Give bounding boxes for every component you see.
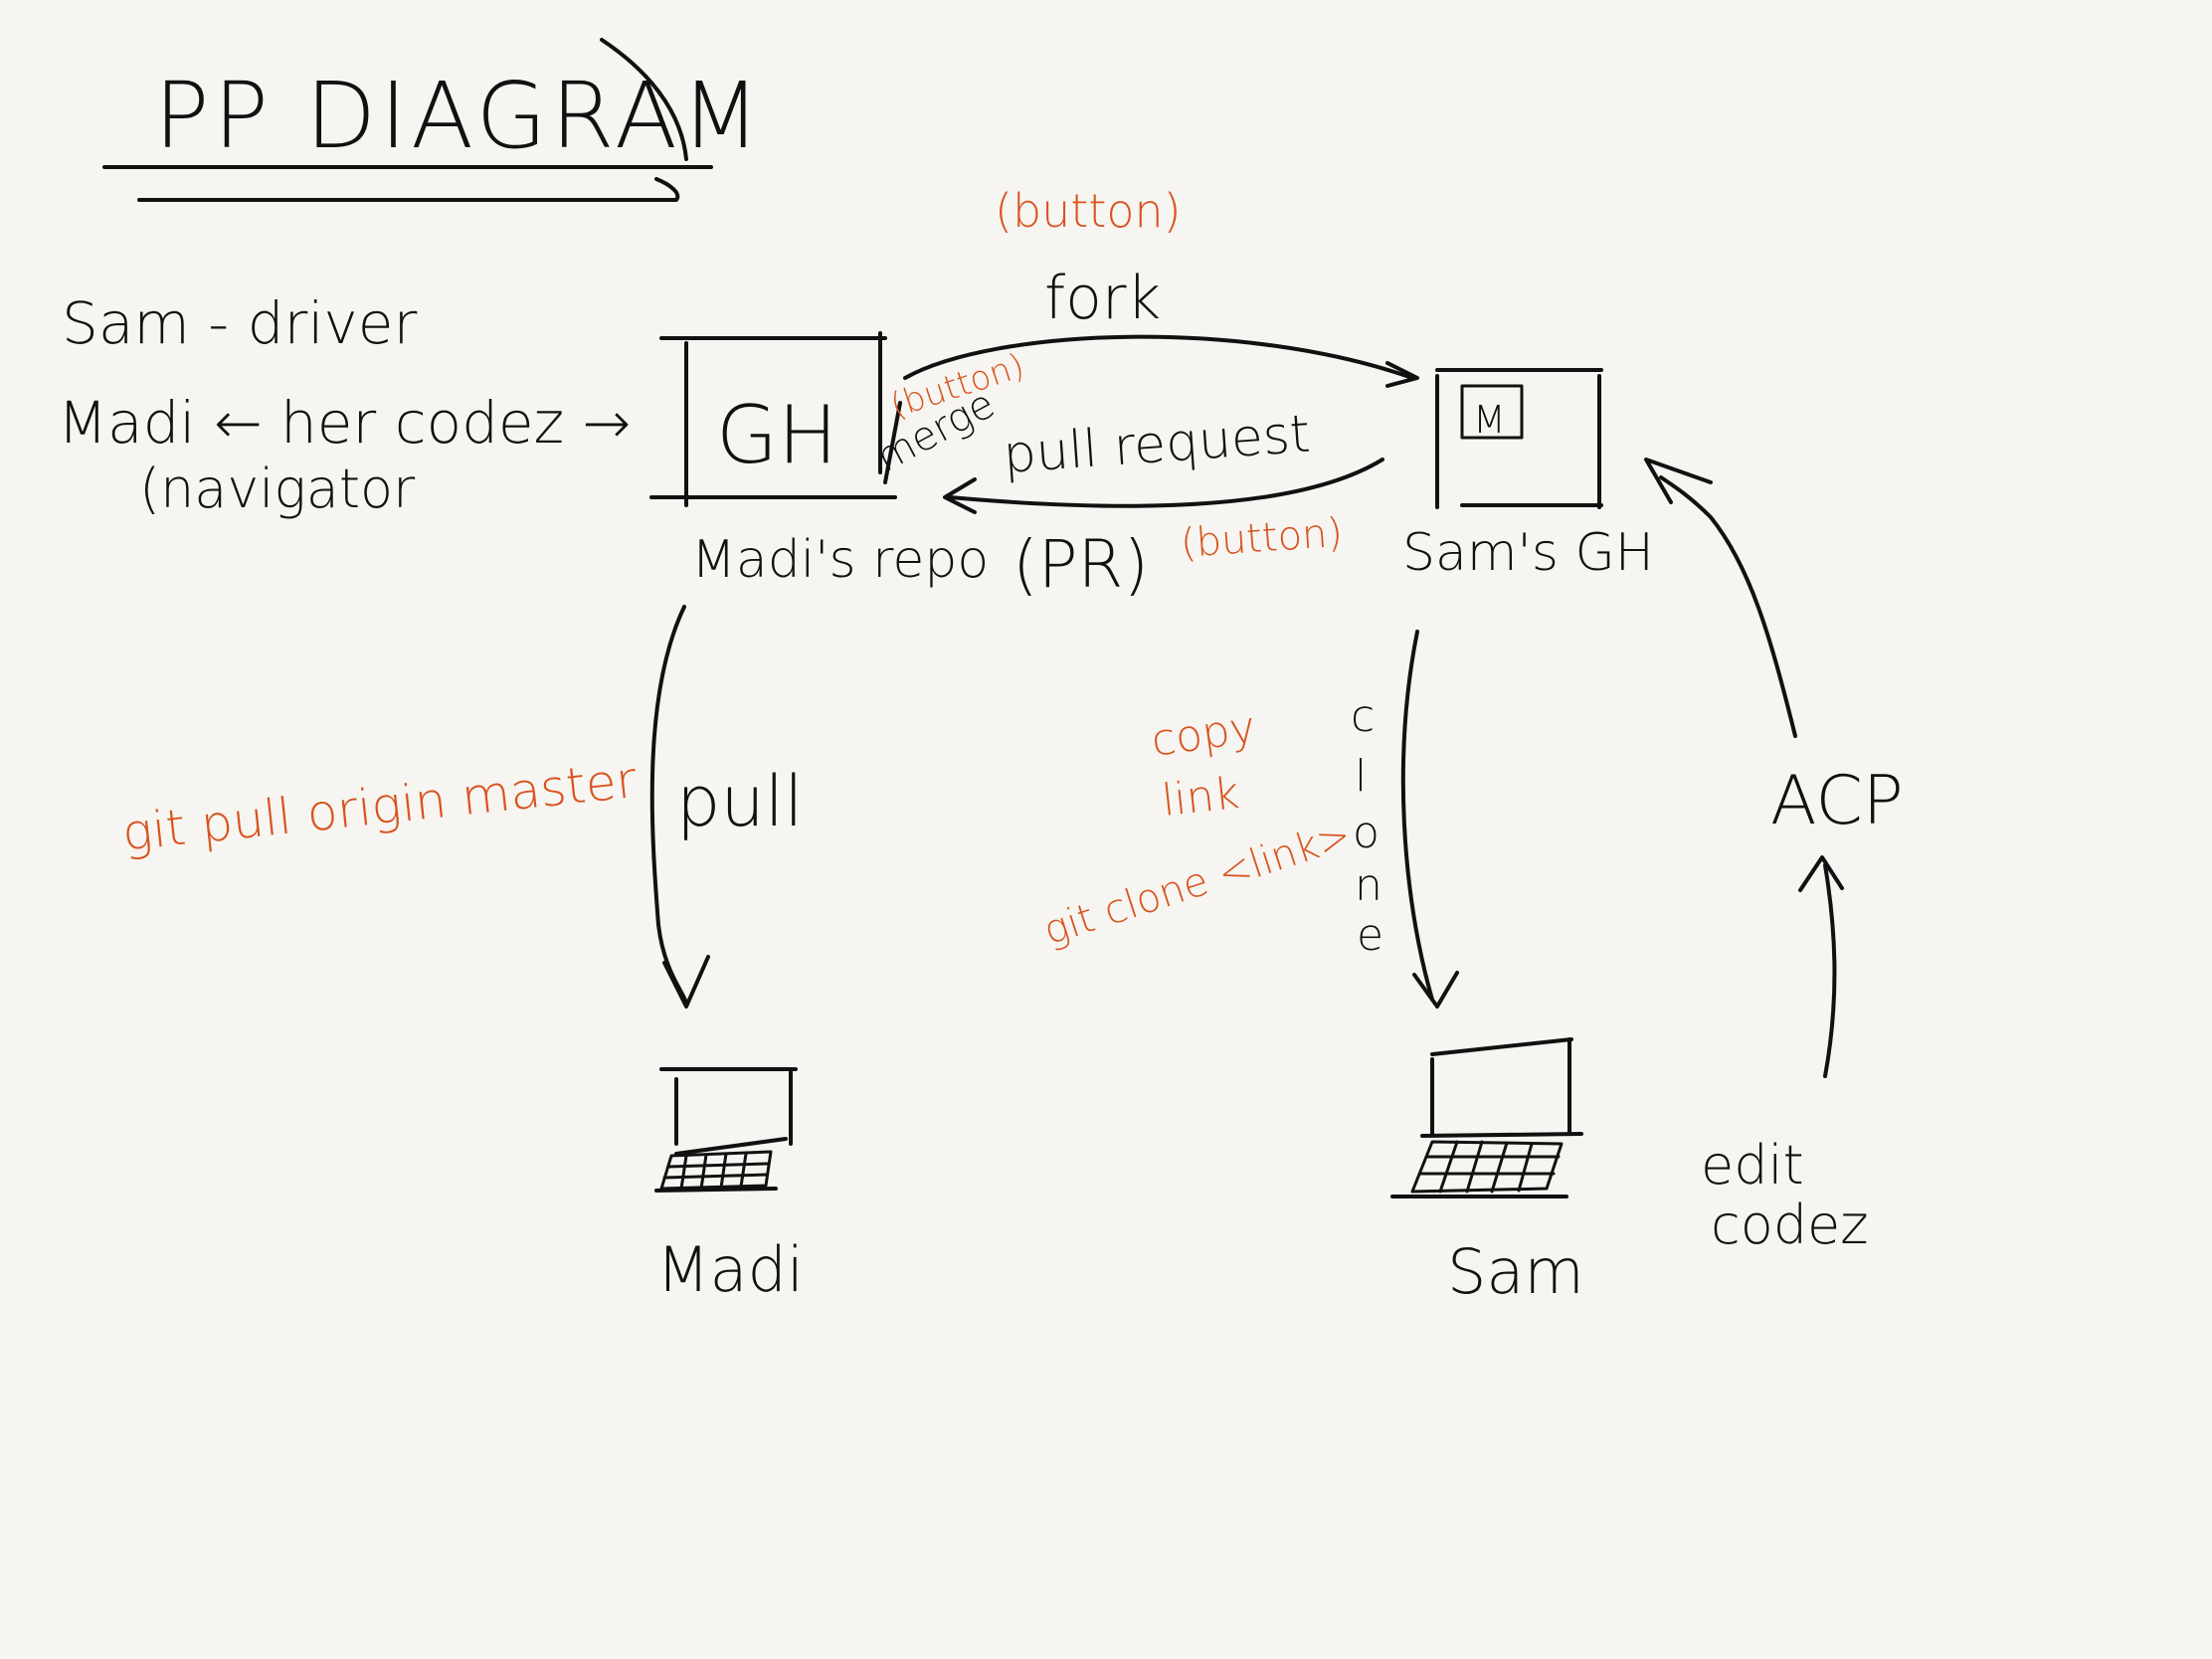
fork-arrowhead	[1385, 361, 1419, 388]
madis-repo-box-label: GH	[716, 389, 837, 481]
sams-gh-box-label: M	[1473, 398, 1506, 442]
fork-arrow	[903, 334, 1414, 380]
pr-label: (PR)	[1013, 526, 1149, 603]
edit-codez-line-1: edit	[1701, 1134, 1804, 1197]
git-clone-command: git clone <link>	[1038, 812, 1357, 954]
madis-repo-box: GH	[649, 331, 897, 507]
clone-letter: o	[1353, 808, 1380, 858]
acp-arrow-lower	[1823, 863, 1837, 1078]
diagram-title: PP DIAGRAM	[154, 63, 764, 169]
title-underline-2	[137, 177, 680, 202]
navigator-role: (navigator	[139, 458, 416, 520]
madi-role-line: Madi ← her codez →	[58, 389, 631, 457]
pr-button-note: (button)	[1179, 510, 1344, 567]
clone-label: c l o n e	[1351, 691, 1383, 961]
pull-arrowhead	[662, 955, 710, 1009]
git-pull-command: git pull origin master	[119, 751, 640, 862]
edit-codez-line-2: codez	[1711, 1194, 1869, 1256]
acp-arrowhead-upper	[1644, 458, 1713, 504]
fork-button-note: (button)	[995, 184, 1182, 238]
acp-arrow-upper	[1659, 475, 1797, 738]
sams-gh-label: Sam's GH	[1402, 523, 1654, 583]
copy-link-line-1: copy	[1148, 702, 1258, 767]
sams-gh-box: M	[1435, 368, 1603, 509]
fork-label: fork	[1044, 264, 1161, 333]
acp-arrowhead-lower	[1798, 855, 1844, 892]
pull-request-arrowhead	[943, 477, 977, 514]
madi-laptop-icon	[654, 1067, 798, 1193]
pull-request-label: pull request	[1002, 405, 1312, 485]
driver-role: Sam - driver	[62, 289, 417, 357]
sam-laptop-label: Sam	[1447, 1235, 1584, 1308]
clone-letter: l	[1355, 751, 1367, 802]
pull-request-arrow	[948, 458, 1384, 508]
clone-letter: n	[1355, 860, 1382, 911]
clone-arrowhead	[1412, 971, 1459, 1009]
acp-label: ACP	[1770, 762, 1904, 840]
madis-repo-label: Madi's repo	[691, 530, 989, 590]
clone-letter: c	[1351, 691, 1375, 742]
clone-arrow	[1400, 630, 1434, 1002]
madi-laptop-label: Madi	[656, 1233, 804, 1306]
merge-divider	[883, 401, 902, 484]
sam-laptop-icon	[1390, 1037, 1583, 1198]
clone-letter: e	[1357, 910, 1383, 961]
title-flourish	[600, 38, 688, 161]
copy-link-line-2: link	[1160, 768, 1242, 827]
pull-label: pull	[676, 761, 804, 842]
